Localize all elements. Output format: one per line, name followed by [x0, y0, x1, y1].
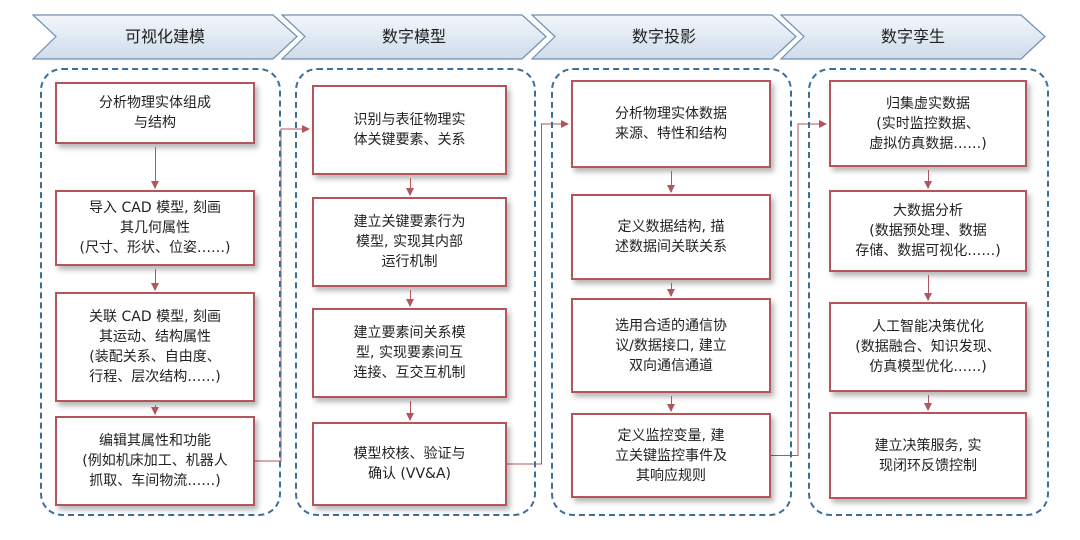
stage-connector-arrow — [507, 120, 569, 465]
step-text-line: 与结构 — [134, 115, 176, 131]
stage-header-1: 可视化建模 — [32, 14, 298, 60]
step-text-line: 归集虚实数据 — [886, 95, 970, 112]
down-arrow — [151, 147, 159, 189]
chevron-arrow-shape — [32, 14, 298, 60]
step-text-line: 分析物理实体数据 — [615, 106, 727, 122]
step-text-line: 现闭环反馈控制 — [879, 457, 977, 474]
step-text-line: 模型校核、验证与 — [353, 446, 466, 462]
stage-header-4: 数字孪生 — [780, 14, 1046, 60]
step-text-line: 编辑其属性和功能 — [99, 433, 211, 449]
step-box: 建立关键要素行为模型, 实现其内部运行机制 — [312, 197, 507, 287]
step-text-line: (例如机床加工、机器人 — [82, 453, 228, 469]
stage-panel-1 — [40, 68, 281, 516]
down-arrow — [405, 401, 414, 421]
stage-title: 数字模型 — [381, 27, 446, 46]
step-text-line: 述数据间关联关系 — [615, 239, 727, 255]
step-text-line: 抓取、车间物流……) — [89, 473, 221, 489]
step-box: 识别与表征物理实体关键要素、关系 — [312, 85, 507, 175]
chevron-arrow-shape — [531, 14, 797, 60]
step-box: 人工智能决策优化 (数据融合、知识发现、仿真模型优化……) — [829, 302, 1027, 392]
step-box: 编辑其属性和功能 (例如机床加工、机器人抓取、车间物流……) — [55, 416, 255, 506]
stage-title: 可视化建模 — [124, 27, 205, 46]
step-text-line: 仿真模型优化……) — [869, 359, 987, 375]
chevron-arrow-shape — [281, 14, 547, 60]
step-text-line: 运行机制 — [381, 254, 438, 270]
stage-header-2: 数字模型 — [281, 14, 547, 60]
step-text-line: 连接、互交互机制 — [353, 365, 466, 381]
step-text-line: 人工智能决策优化 — [872, 319, 984, 335]
step-box: 定义监控变量, 建立关键监控事件及其响应规则 — [571, 413, 771, 498]
step-box: 建立决策服务, 实现闭环反馈控制 — [829, 412, 1027, 499]
step-box: 导入 CAD 模型, 刻画其几何属性 (尺寸、形状、位姿……) — [55, 190, 255, 266]
down-arrow — [924, 395, 932, 411]
step-text-line: 其响应规则 — [636, 467, 706, 484]
step-box: 建立要素间关系模型, 实现要素间互连接、互交互机制 — [312, 308, 507, 398]
chevron-arrow-shape — [780, 14, 1046, 60]
step-text-line: (尺寸、形状、位姿……) — [79, 240, 231, 256]
figure-caption — [0, 520, 1080, 540]
stage-header-3: 数字投影 — [531, 14, 797, 60]
step-text-line: 其运动、结构属性 — [99, 329, 211, 345]
step-box: 分析物理实体数据来源、特性和结构 — [571, 80, 771, 168]
step-text-line: 立关键监控事件及 — [615, 447, 727, 464]
step-text-line: 分析物理实体组成 — [99, 95, 211, 111]
step-text-line: 来源、特性和结构 — [615, 126, 727, 142]
step-box: 归集虚实数据 (实时监控数据、虚拟仿真数据……) — [829, 80, 1027, 167]
step-box: 选用合适的通信协议/数据接口, 建立双向通信通道 — [571, 298, 771, 393]
step-text-line: 虚拟仿真数据……) — [869, 135, 987, 152]
down-arrow — [924, 275, 932, 301]
step-text-line: 行程、层次结构……) — [89, 369, 221, 385]
step-text-line: 双向通信通道 — [629, 357, 713, 374]
down-arrow — [924, 170, 932, 189]
step-text-line: 选用合适的通信协 — [615, 317, 727, 334]
step-text-line: 识别与表征物理实 — [353, 112, 466, 128]
step-box: 模型校核、验证与确认 (VV&A) — [312, 422, 507, 506]
step-text-line: 大数据分析 — [893, 203, 963, 219]
step-text-line: 建立决策服务, 实 — [874, 437, 982, 454]
stage-panel-3 — [551, 68, 792, 516]
step-text-line: 关联 CAD 模型, 刻画 — [89, 309, 221, 325]
down-arrow — [405, 290, 414, 307]
step-text-line: 建立要素间关系模 — [353, 325, 466, 341]
stage-panel-2 — [295, 68, 536, 516]
step-text-line: 确认 (VV&A) — [367, 466, 452, 482]
step-text-line: 议/数据接口, 建立 — [615, 337, 727, 354]
step-box: 大数据分析 (数据预处理、数据存储、数据可视化……) — [829, 190, 1027, 272]
down-arrow — [151, 405, 159, 415]
step-text-line: 建立关键要素行为 — [353, 214, 466, 230]
step-text-line: 其几何属性 — [120, 220, 190, 236]
down-arrow — [667, 396, 675, 412]
step-box: 定义数据结构, 描述数据间关联关系 — [571, 194, 771, 280]
stage-connector-arrow — [771, 120, 827, 456]
step-text-line: 型, 实现要素间互 — [356, 345, 463, 361]
step-text-line: 定义数据结构, 描 — [617, 219, 725, 235]
down-arrow — [405, 178, 414, 196]
step-box: 分析物理实体组成与结构 — [55, 82, 255, 144]
step-text-line: 导入 CAD 模型, 刻画 — [89, 200, 221, 216]
down-arrow — [667, 171, 675, 193]
stage-title: 数字孪生 — [880, 27, 945, 46]
step-text-line: (数据融合、知识发现、 — [855, 339, 1001, 355]
step-text-line: (数据预处理、数据 — [869, 223, 987, 239]
stage-panel-4 — [808, 68, 1049, 516]
step-text-line: 模型, 实现其内部 — [356, 234, 463, 250]
stage-title: 数字投影 — [631, 27, 696, 46]
step-text-line: 体关键要素、关系 — [353, 132, 466, 148]
step-text-line: 存储、数据可视化……) — [855, 243, 1001, 259]
step-text-line: (装配关系、自由度、 — [89, 349, 221, 365]
step-text-line: (实时监控数据、 — [876, 115, 980, 132]
down-arrow — [151, 269, 159, 291]
step-box: 关联 CAD 模型, 刻画其运动、结构属性 (装配关系、自由度、行程、层次结构……… — [55, 292, 255, 402]
step-text-line: 定义监控变量, 建 — [617, 427, 725, 444]
down-arrow — [667, 283, 675, 297]
